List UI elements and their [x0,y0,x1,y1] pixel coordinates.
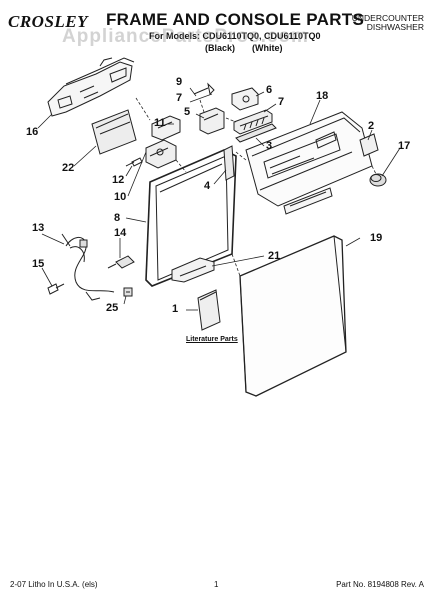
part-10-hinge-bracket [145,139,177,169]
part-19-door-panel [239,235,347,397]
part-6-switch-actuator [231,87,259,111]
part-14-connector [107,255,135,269]
footer-part-number: Part No. 8194808 Rev. A [336,580,424,589]
color-label-black: (Black) [205,43,236,53]
part-9-screw [193,82,215,96]
appliance-type-line-2: DISHWASHER [366,22,424,32]
callout-14: 14 [114,227,127,239]
callout-8: 8 [114,212,121,224]
watermark: AppliancePartsPros.com [62,26,309,47]
callout-2: 2 [368,120,375,132]
callout-7: 7 [176,92,183,104]
part-12-screw [125,157,143,167]
part-3-control-board [235,123,277,143]
part-5-switch [199,107,225,135]
callout-6: 6 [266,84,273,96]
part-25-clip [123,287,133,297]
callout-12: 12 [112,174,125,186]
part-15-screw [47,283,65,295]
callout-1: 1 [172,303,179,315]
appliance-type-line-1: UNDERCOUNTER [351,13,424,23]
callout-15: 15 [32,258,45,270]
callout-10: 10 [114,191,127,203]
callout-25: 25 [106,302,119,314]
callout-19: 19 [370,232,383,244]
callout-11: 11 [154,117,166,129]
part-21-vent [171,257,215,283]
console-label-plate [283,187,333,215]
appliance-type: UNDERCOUNTER DISHWASHER [352,14,424,32]
callout-9: 9 [176,76,183,88]
part-17-knob [369,173,387,187]
brand-logo: CROSLEY [8,12,89,31]
footer-page-number: 1 [214,580,219,589]
part-16-vent-assembly [47,57,135,117]
footer-litho: 2-07 Litho In U.S.A. (els) [10,580,98,589]
literature-parts-label: Literature Parts [186,336,238,343]
callout-22: 22 [62,162,75,174]
callout-18: 18 [316,90,329,102]
callout-3: 3 [266,140,273,152]
callout-13: 13 [32,222,45,234]
part-7-switch-board [233,109,273,135]
part-13-wire-harness [61,233,115,301]
color-label-white: (White) [252,43,283,53]
part-18-console-panel [245,111,373,207]
callout-5: 5 [184,106,191,118]
model-numbers: For Models: CDU6110TQ0, CDU6110TQ0 [149,31,321,41]
part-22-insulation-pad [91,109,137,155]
callout-7-right: 7 [278,96,285,108]
part-11-bracket [151,115,181,141]
callout-17: 17 [398,140,411,152]
part-4-door-latch [223,145,235,181]
page-title: FRAME AND CONSOLE PARTS [106,10,365,29]
callout-16: 16 [26,126,39,138]
callout-21: 21 [268,250,281,262]
callout-4: 4 [204,180,211,192]
part-1-literature [197,289,221,331]
